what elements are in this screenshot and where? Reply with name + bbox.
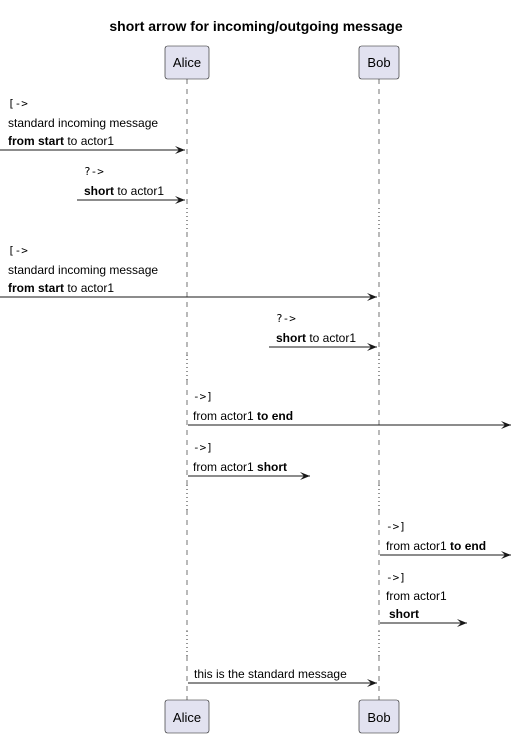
participant-bob-top: Bob [358, 45, 400, 80]
message-label: this is the standard message [194, 667, 347, 681]
participant-box [164, 45, 210, 80]
participant-box [358, 699, 400, 734]
message-syntax: ->] [193, 441, 213, 454]
arrow-head [457, 619, 467, 627]
arrow-head [175, 196, 185, 204]
message-label: from actor1 to end [386, 539, 486, 553]
message-label: from start to actor1 [8, 134, 114, 148]
message-short-incoming-alice: ?-> short to actor1 [77, 165, 185, 204]
arrow-head [367, 293, 377, 301]
participant-alice-bottom: Alice [164, 699, 210, 734]
message-outgoing-alice-end: ->] from actor1 to end [188, 390, 511, 429]
message-outgoing-alice-short: ->] from actor1 short [188, 441, 310, 480]
arrow-head [300, 472, 310, 480]
message-label: from start to actor1 [8, 281, 114, 295]
participant-label: Bob [367, 710, 390, 725]
message-label: from actor1 [386, 589, 447, 603]
arrow-head [367, 679, 377, 687]
arrow-head [367, 343, 377, 351]
message-label: from actor1 short [193, 460, 287, 474]
message-syntax: ?-> [84, 165, 104, 178]
message-label: short to actor1 [276, 331, 356, 345]
arrow-head [501, 421, 511, 429]
message-syntax: [-> [8, 97, 28, 110]
message-incoming-start-bob: [-> standard incoming message from start… [0, 244, 377, 301]
message-label: standard incoming message [8, 116, 158, 130]
message-label: standard incoming message [8, 263, 158, 277]
message-label: from actor1 to end [193, 409, 293, 423]
message-incoming-start-alice: [-> standard incoming message from start… [0, 97, 185, 154]
message-syntax: ->] [193, 390, 213, 403]
message-outgoing-bob-end: ->] from actor1 to end [380, 520, 511, 559]
message-short-incoming-bob: ?-> short to actor1 [269, 312, 377, 351]
participant-box [164, 699, 210, 734]
message-syntax: ->] [386, 520, 406, 533]
participant-label: Alice [173, 710, 201, 725]
message-outgoing-bob-short: ->] from actor1 short [380, 571, 467, 627]
message-syntax: ?-> [276, 312, 296, 325]
message-standard-alice-bob: this is the standard message [188, 667, 377, 687]
message-label: short to actor1 [84, 184, 164, 198]
arrow-head [501, 551, 511, 559]
participant-box [358, 45, 400, 80]
participant-label: Alice [173, 55, 201, 70]
participant-alice-top: Alice [164, 45, 210, 80]
participant-label: Bob [367, 55, 390, 70]
arrow-head [175, 146, 185, 154]
message-label: short [389, 607, 419, 621]
diagram-title: short arrow for incoming/outgoing messag… [109, 18, 402, 34]
participant-bob-bottom: Bob [358, 699, 400, 734]
message-syntax: [-> [8, 244, 28, 257]
message-syntax: ->] [386, 571, 406, 584]
